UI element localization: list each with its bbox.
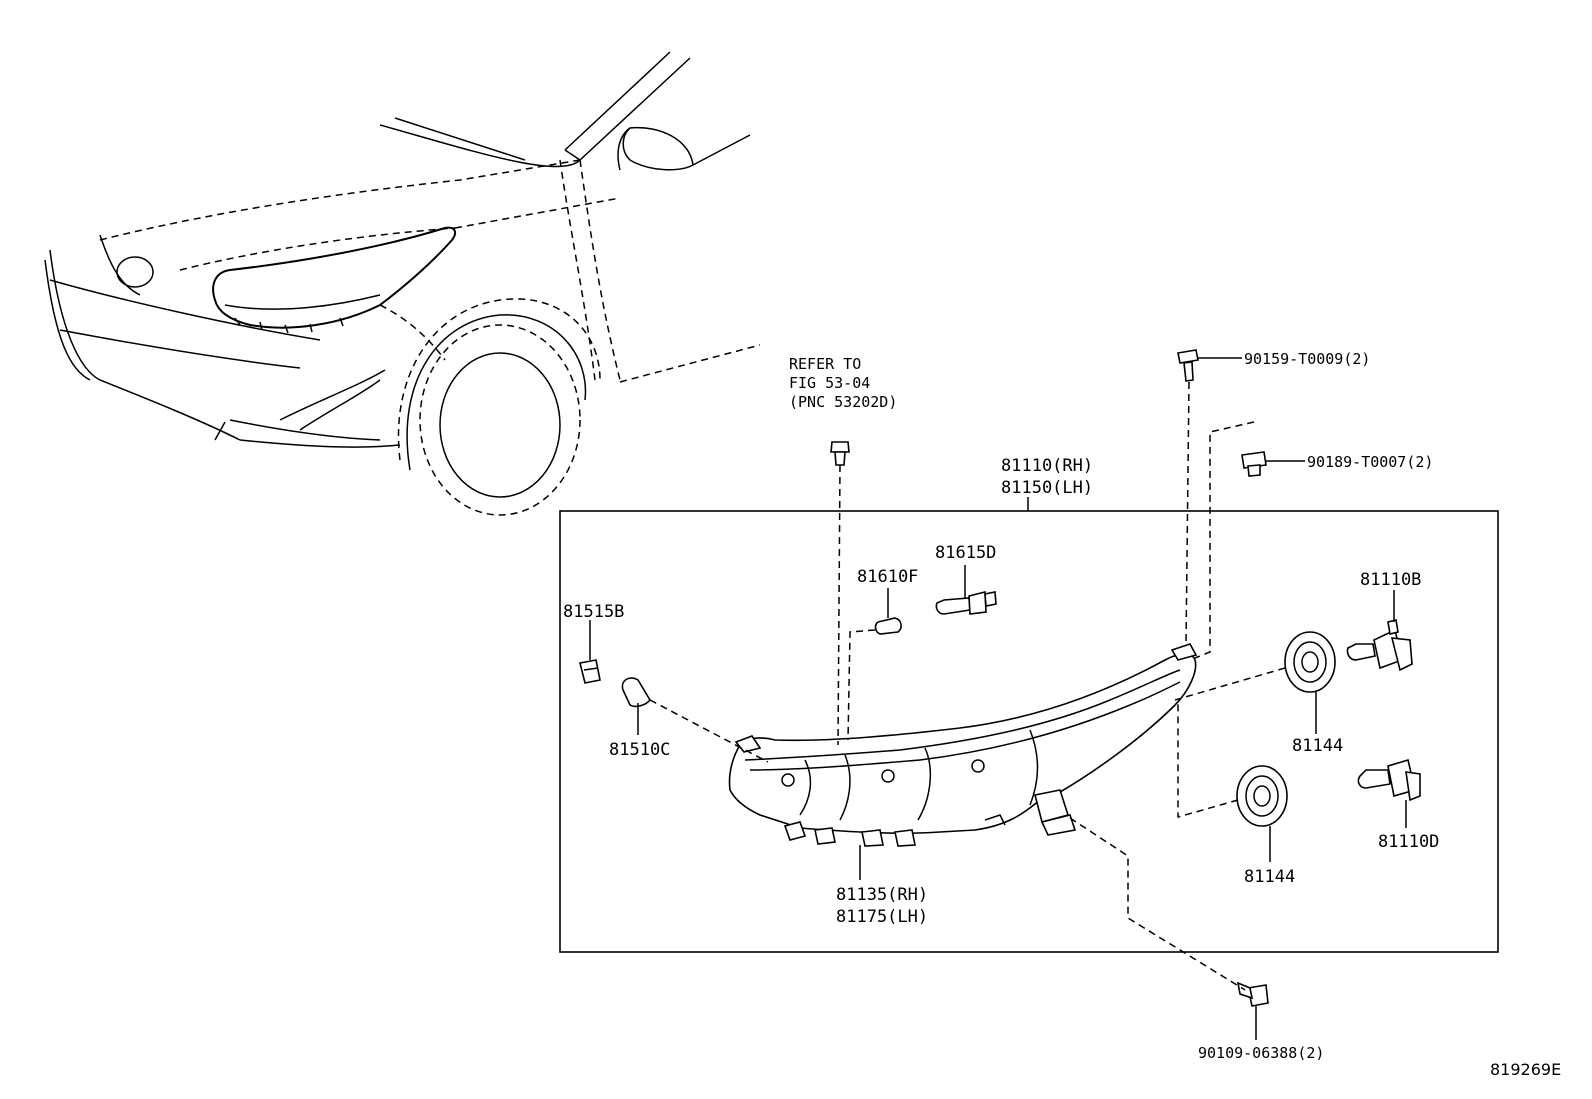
screw-90159-icon <box>1177 349 1199 382</box>
label-cover-81144-lower: 81144 <box>1244 867 1295 887</box>
bulb-81110B-icon <box>1346 619 1413 672</box>
cover-81144-upper-icon <box>1284 631 1336 693</box>
label-headlamp-assy-lh: 81150(LH) <box>1001 478 1093 498</box>
label-bulb-81510C: 81510C <box>609 740 670 760</box>
refer-note-line3: (PNC 53202D) <box>789 393 897 411</box>
label-bulb-81610F: 81610F <box>857 567 918 587</box>
bulb-81615D-icon <box>935 590 997 615</box>
label-nut-90189: 90189-T0007(2) <box>1307 453 1433 471</box>
refer-clip-icon <box>830 441 850 466</box>
label-bulb-81110B: 81110B <box>1360 570 1421 590</box>
label-screw-90159: 90159-T0009(2) <box>1244 350 1370 368</box>
bulb-81110D-icon <box>1357 758 1421 802</box>
refer-note-line1: REFER TO <box>789 355 861 373</box>
label-cover-81144-upper: 81144 <box>1292 736 1343 756</box>
label-housing-rh: 81135(RH) <box>836 885 928 905</box>
bulb-81510C-icon <box>621 677 651 708</box>
label-bulb-81110D: 81110D <box>1378 832 1439 852</box>
label-bolt-90109: 90109-06388(2) <box>1198 1044 1324 1062</box>
socket-81515B-icon <box>579 659 601 684</box>
label-housing-lh: 81175(LH) <box>836 907 928 927</box>
label-bulb-81615D: 81615D <box>935 543 996 563</box>
bulb-81610F-icon <box>874 617 902 635</box>
car-front-illustration <box>44 51 761 516</box>
diagram-id: 819269E <box>1490 1060 1561 1079</box>
refer-note-line2: FIG 53-04 <box>789 374 870 392</box>
bolt-90109-icon <box>1236 981 1269 1007</box>
cover-81144-lower-icon <box>1236 765 1288 827</box>
nut-90189-icon <box>1241 451 1267 477</box>
leader-lines <box>589 357 1407 1040</box>
label-socket-81515B: 81515B <box>563 602 624 622</box>
headlamp-assembly-drawing <box>728 643 1198 847</box>
assembly-box <box>559 510 1499 953</box>
label-headlamp-assy-rh: 81110(RH) <box>1001 456 1093 476</box>
